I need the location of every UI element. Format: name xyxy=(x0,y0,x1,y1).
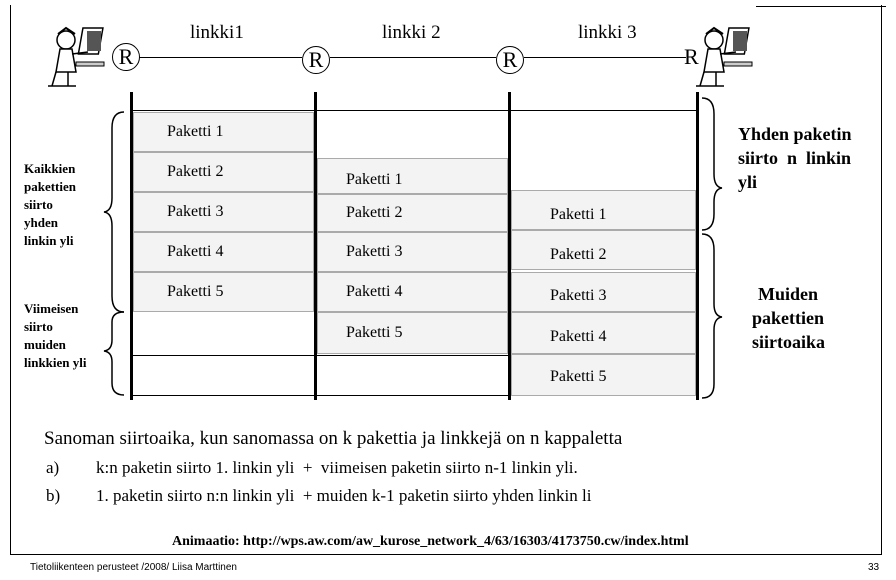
packet-cell: Paketti 2 xyxy=(133,152,314,192)
router-icon: R xyxy=(112,43,140,71)
timeline-router-2 xyxy=(508,92,511,400)
right-label-one-packet: Yhden paketin siirto n linkin yli xyxy=(738,124,852,192)
link-2-line xyxy=(330,57,496,58)
packet-cell: Paketti 3 xyxy=(317,232,508,272)
link-3-line xyxy=(524,57,686,58)
grid-line xyxy=(133,110,696,111)
top-rule xyxy=(756,6,886,7)
router-icon: R xyxy=(496,46,524,74)
footer-course: Tietoliikenteen perusteet /2008/ Liisa M… xyxy=(30,562,237,573)
packet-cell: Paketti 4 xyxy=(511,312,696,354)
link-label-3: linkki 3 xyxy=(578,22,637,43)
timeline-destination xyxy=(696,92,699,400)
slide-frame xyxy=(10,5,882,555)
list-marker-a: a) xyxy=(46,458,60,477)
packet-cell: Paketti 2 xyxy=(511,230,696,270)
packet-cell: Paketti 5 xyxy=(511,354,696,396)
packet-cell: Paketti 5 xyxy=(133,272,314,312)
page-number: 33 xyxy=(868,562,880,573)
right-braces xyxy=(701,97,723,399)
list-item-b: 1. paketin siirto n:n linkin yli + muide… xyxy=(96,486,592,505)
link-label-1: linkki1 xyxy=(190,22,244,43)
packet-cell: Paketti 3 xyxy=(133,192,314,232)
packet-cell: Paketti 4 xyxy=(317,272,508,312)
right-label-other-packets: Muiden pakettien siirtoaika xyxy=(752,284,826,352)
list-marker-b: b) xyxy=(46,486,61,505)
router-icon: R xyxy=(684,44,699,69)
link-1-line xyxy=(138,57,302,58)
packet-cell: Paketti 5 xyxy=(317,312,508,354)
packet-cell: Paketti 2 xyxy=(317,194,508,232)
timeline-source xyxy=(130,92,133,400)
left-computer-user-icon xyxy=(48,26,105,87)
packet-cell: Paketti 4 xyxy=(133,232,314,272)
timeline-router-1 xyxy=(314,92,317,400)
packet-cell: Paketti 1 xyxy=(317,158,508,194)
left-braces xyxy=(103,111,125,396)
packet-cell: Paketti 1 xyxy=(511,190,696,230)
left-label-all-packets: Kaikkien pakettien siirto yhden linkin y… xyxy=(24,161,76,248)
animation-link[interactable]: Animaatio: http://wps.aw.com/aw_kurose_n… xyxy=(172,534,689,549)
grid-line xyxy=(133,395,696,396)
router-icon: R xyxy=(302,46,330,74)
left-label-last-packet: Viimeisen siirto muiden linkkien yli xyxy=(24,301,87,370)
right-computer-user-icon xyxy=(696,26,753,87)
link-label-2: linkki 2 xyxy=(382,22,441,43)
list-item-a: k:n paketin siirto 1. linkin yli + viime… xyxy=(96,458,578,477)
message-time-intro: Sanoman siirtoaika, kun sanomassa on k p… xyxy=(44,428,623,449)
packet-cell: Paketti 1 xyxy=(133,112,314,152)
packet-cell: Paketti 3 xyxy=(511,272,696,312)
grid-line xyxy=(133,355,696,356)
